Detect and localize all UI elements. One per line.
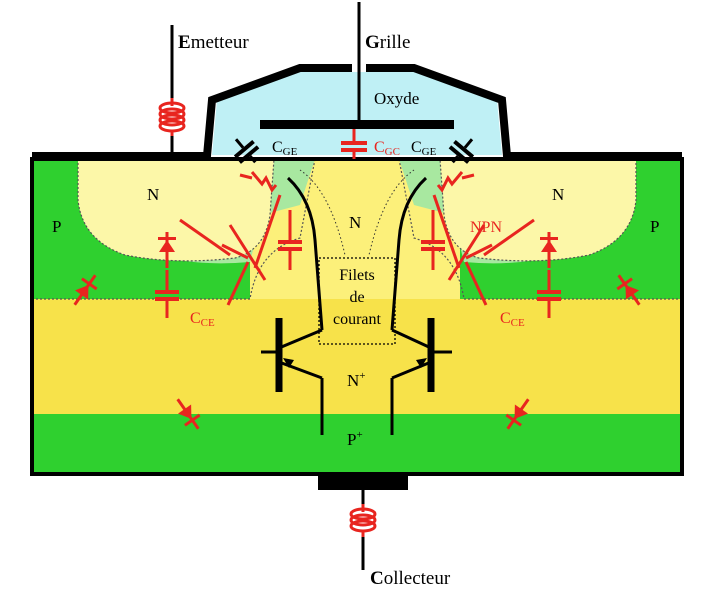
emitter-metal-left [32, 64, 352, 160]
oxide-layer [212, 72, 502, 155]
cge-left-capacitor-icon [233, 138, 260, 164]
cce-right-label: CCE [500, 310, 525, 329]
npn-transistor-right-icon [432, 171, 535, 306]
p-plus-label: P+ [347, 429, 363, 449]
current-flow-line2: de [349, 289, 364, 306]
current-flow-box [318, 257, 396, 345]
p-body-capacitor-right-icon [421, 210, 445, 270]
npn-transistor-left-icon [179, 171, 282, 306]
cce-left-capacitor-icon [155, 270, 179, 318]
p-body-border-right [398, 158, 682, 300]
pnp-transistor-right-icon [390, 176, 452, 435]
p-right-label: P [650, 217, 659, 236]
cce-left-label: CCE [190, 310, 215, 329]
diode-upper-right-icon [540, 232, 558, 268]
emitter-label: Emetteur [178, 32, 249, 53]
die-outline [30, 157, 684, 476]
emitter-inductor-icon [158, 98, 186, 136]
gate-stack [32, 2, 682, 160]
gate-electrode [260, 120, 454, 129]
gate-label: Grille [365, 32, 410, 53]
diode-lower-right-icon [505, 398, 530, 430]
p-body-capacitor-left-icon [278, 210, 302, 270]
cgc-label: CGC [374, 139, 400, 158]
npn-label: NPN [470, 219, 502, 236]
n-right-label: N [552, 185, 564, 204]
n-plus-label: N+ [347, 370, 366, 390]
collector-inductor-icon [349, 504, 377, 537]
collector-metal [318, 476, 408, 490]
p-left-label: P [52, 217, 61, 236]
p-body-border-left [32, 158, 316, 300]
cge-left-label: CGE [272, 139, 298, 158]
current-flow-line1: Filets [339, 267, 375, 284]
pnp-transistor-left-icon [261, 176, 324, 435]
emitter-metal-right [366, 64, 682, 160]
diode-mid-right-icon [616, 274, 641, 306]
p-plus-substrate [32, 414, 682, 474]
current-flow-line3: courant [333, 311, 382, 328]
n-source-right [439, 158, 637, 262]
n-center-label: N [349, 213, 361, 232]
current-path-left [299, 169, 346, 256]
emitter-terminal [158, 25, 186, 156]
diode-upper-left-icon [158, 232, 176, 268]
cge-right-capacitor-icon [448, 138, 475, 164]
cgc-capacitor-icon [341, 129, 367, 159]
diode-lower-left-icon [176, 398, 201, 430]
n-left-label: N [147, 185, 159, 204]
collector-terminal [318, 476, 408, 570]
current-path-right [368, 169, 415, 256]
oxide-label: Oxyde [374, 89, 419, 108]
n-source-left [77, 158, 275, 262]
collector-label: Collecteur [370, 568, 451, 589]
semiconductor-body [30, 157, 684, 476]
diode-mid-left-icon [73, 274, 98, 306]
cge-right-label: CGE [411, 139, 437, 158]
cce-right-capacitor-icon [537, 270, 561, 318]
